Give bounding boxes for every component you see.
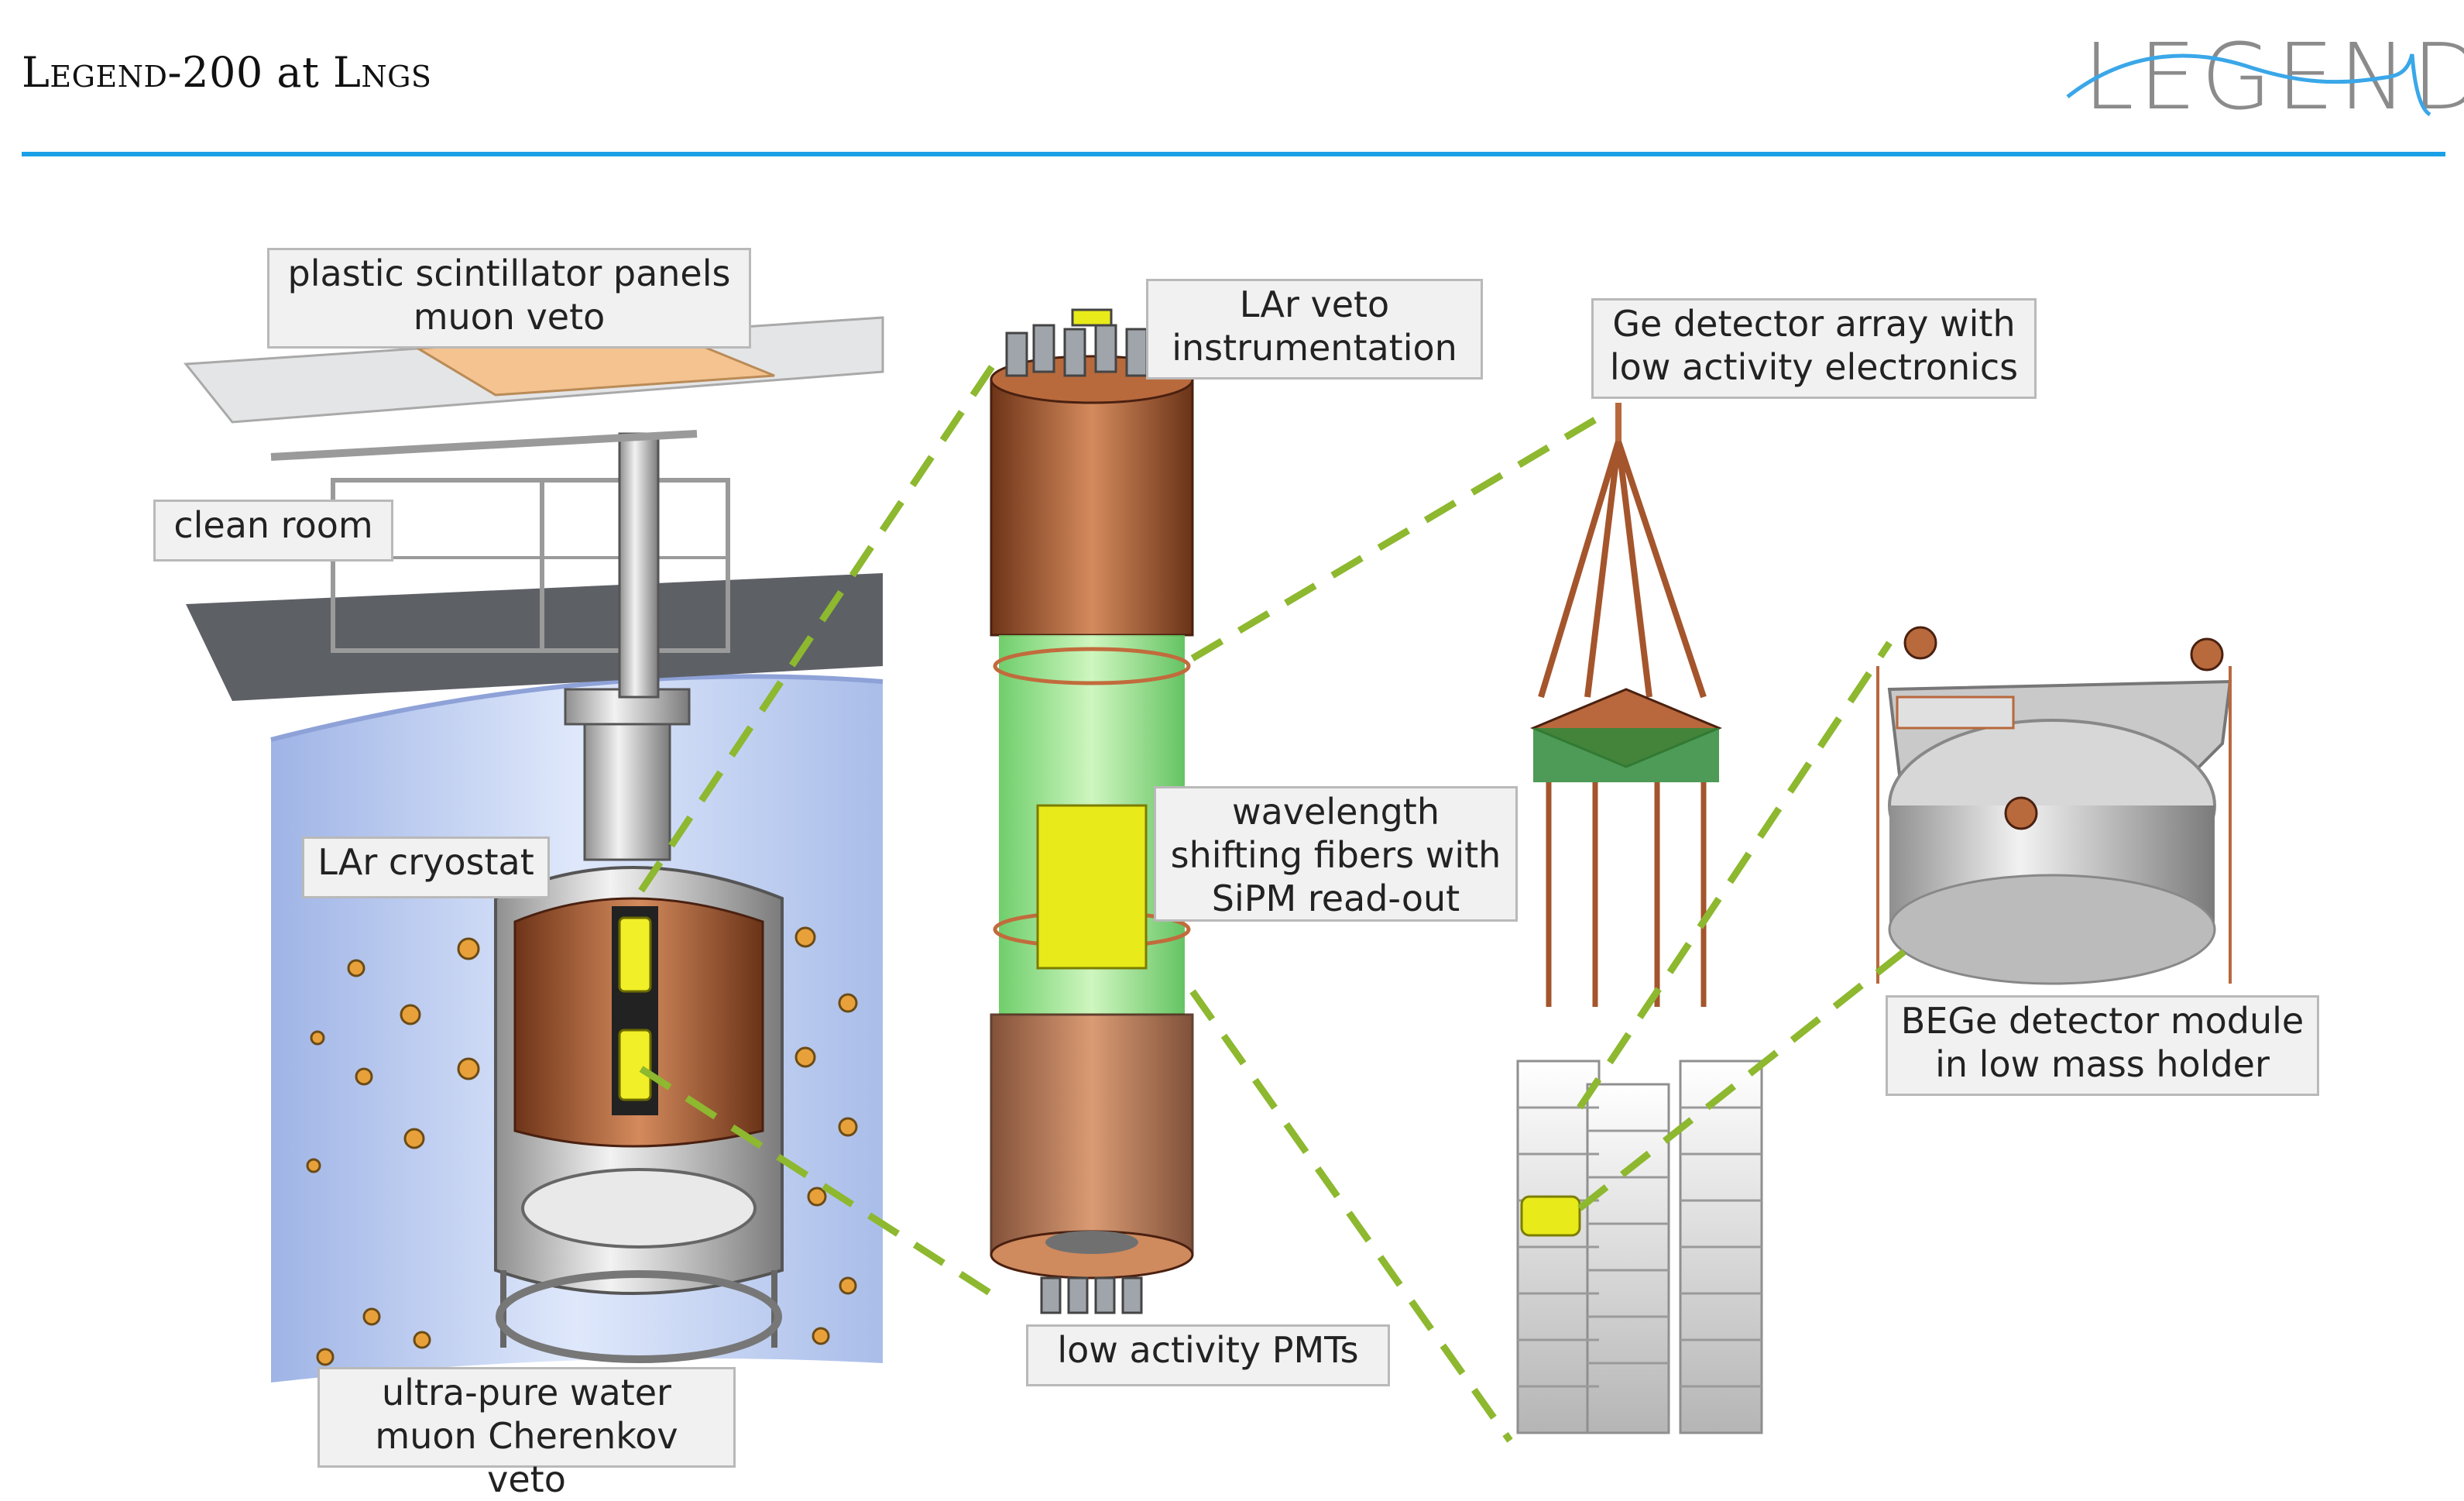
label-plastic-scintillator: plastic scintillator panels muon veto bbox=[267, 248, 751, 349]
label-low-pmts: low activity PMTs bbox=[1026, 1324, 1390, 1386]
bege-detector-module bbox=[1876, 626, 2232, 985]
ge-detector-strings bbox=[1516, 1060, 1763, 1434]
clean-room-structure bbox=[186, 432, 883, 701]
title-middle: -200 at bbox=[167, 48, 333, 97]
label-bege-module: BEGe detector module in low mass holder bbox=[1886, 995, 2319, 1096]
label-water-veto: ultra-pure water muon Cherenkov veto bbox=[317, 1367, 736, 1500]
label-ge-array: Ge detector array with low activity elec… bbox=[1591, 298, 2037, 399]
connector-lines bbox=[638, 354, 1915, 1443]
lar-cryostat-vessel bbox=[494, 688, 784, 1363]
label-wls-fibers: wavelength shifting fibers with SiPM rea… bbox=[1154, 786, 1518, 922]
legend-logo: LEGEND bbox=[2083, 23, 2464, 130]
lar-veto-top-pmts bbox=[1005, 308, 1179, 379]
label-lar-cryostat: LAr cryostat bbox=[302, 836, 550, 898]
header-rule bbox=[22, 152, 2445, 156]
label-lar-veto: LAr veto instrumentation bbox=[1146, 279, 1483, 380]
ge-detector-array bbox=[1530, 403, 1722, 1007]
title-legend: Legend bbox=[22, 48, 168, 97]
logo-wave-icon bbox=[2066, 53, 2431, 117]
title-lngs: Lngs bbox=[332, 48, 432, 97]
water-tank-pmts bbox=[306, 926, 858, 1366]
page-title: Legend-200 at Lngs bbox=[22, 48, 431, 97]
lar-veto-bottom-pmts bbox=[1040, 1276, 1143, 1314]
label-clean-room: clean room bbox=[153, 500, 393, 562]
lar-veto-assembly bbox=[990, 355, 1194, 1279]
